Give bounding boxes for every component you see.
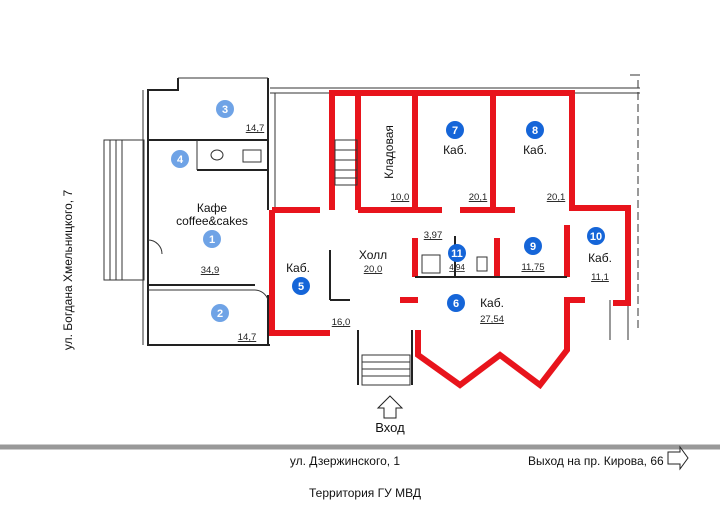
svg-text:6: 6 <box>453 298 459 310</box>
room-9-area: 11,75 <box>521 262 544 273</box>
room-2-area: 14,7 <box>238 332 257 343</box>
room-3-area: 14,7 <box>246 123 265 134</box>
toilet-icon <box>242 149 262 163</box>
badge-1 <box>203 230 221 248</box>
room-5-area: 16,0 <box>332 317 351 328</box>
room-11-area: 4,94 <box>449 263 465 272</box>
svg-text:3: 3 <box>222 104 228 116</box>
room-10-area: 11,1 <box>591 272 609 283</box>
stairs <box>334 139 413 386</box>
badge-10 <box>587 227 605 245</box>
room-1-name: Кафе <box>197 201 228 215</box>
entrance-label: Вход <box>375 420 405 435</box>
room-5-name: Каб. <box>286 261 310 275</box>
badge-9 <box>524 237 542 255</box>
street-left: ул. Богдана Хмельницкого, 7 <box>61 190 75 351</box>
highlighted-walls <box>269 90 631 390</box>
interior-walls <box>329 236 567 301</box>
room-labels: Кафе coffee&cakes 34,9 14,7 14,7 Каб. 16… <box>176 123 612 435</box>
room-8-name: Каб. <box>523 143 547 157</box>
badge-4 <box>171 150 189 168</box>
badge-7 <box>446 121 464 139</box>
exit-label: Выход на пр. Кирова, 66 <box>528 454 664 468</box>
territory-label: Территория ГУ МВД <box>309 486 421 500</box>
room-10-name: Каб. <box>588 251 612 265</box>
hall-name: Холл <box>359 248 387 262</box>
room-7-area: 20,1 <box>469 192 488 203</box>
svg-text:7: 7 <box>452 125 458 137</box>
badge-2 <box>211 304 229 322</box>
storage-area: 10,0 <box>391 192 410 203</box>
svg-text:11: 11 <box>451 248 463 260</box>
exit-arrow-icon <box>667 445 689 471</box>
entrance-arrow-icon <box>376 395 404 419</box>
badge-5 <box>292 277 310 295</box>
svg-text:9: 9 <box>530 241 536 253</box>
badge-11 <box>448 244 466 262</box>
svg-text:8: 8 <box>532 125 538 137</box>
sink-icon <box>210 149 224 161</box>
hall-area: 20,0 <box>364 264 383 275</box>
room-1-area: 34,9 <box>201 265 220 276</box>
svg-text:10: 10 <box>590 231 602 243</box>
badge-8 <box>526 121 544 139</box>
svg-text:2: 2 <box>217 308 223 320</box>
street-bottom: ул. Дзержинского, 1 <box>290 454 401 468</box>
storage-name: Кладовая <box>382 125 396 179</box>
cafe-block-walls <box>142 77 270 346</box>
room-1-subname: coffee&cakes <box>176 214 248 228</box>
badge-3 <box>216 100 234 118</box>
room-badges: 1 2 3 4 5 6 7 8 9 10 11 <box>171 100 605 322</box>
svg-text:1: 1 <box>209 234 215 246</box>
badge-6 <box>447 294 465 312</box>
svg-text:4: 4 <box>177 154 184 166</box>
room-7-name: Каб. <box>443 143 467 157</box>
room-6-name: Каб. <box>480 296 504 310</box>
small-room-area: 3,97 <box>424 230 443 241</box>
room-6-area: 27,54 <box>480 314 504 325</box>
balcony <box>103 139 145 281</box>
room-8-area: 20,1 <box>547 192 566 203</box>
svg-text:5: 5 <box>298 281 304 293</box>
